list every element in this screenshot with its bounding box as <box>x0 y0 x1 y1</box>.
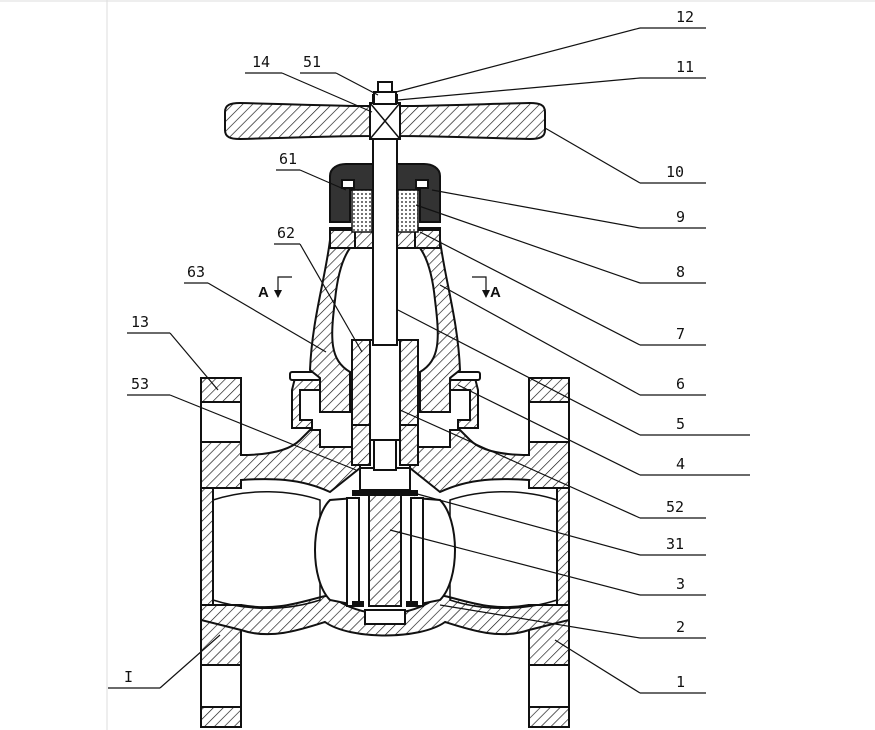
label-52: 52 <box>666 498 684 516</box>
section-marker-right: A <box>472 276 501 301</box>
label-13: 13 <box>131 313 149 331</box>
label-53: 53 <box>131 375 149 393</box>
right-flange <box>528 377 570 728</box>
label-1: 1 <box>676 673 685 691</box>
section-marker-left: A <box>258 276 292 301</box>
label-63: 63 <box>187 263 205 281</box>
label-9: 9 <box>676 208 685 226</box>
section-letter-right: A <box>490 284 501 301</box>
label-8: 8 <box>676 263 685 281</box>
callouts-left: 14 51 61 62 63 13 53 I <box>108 53 379 689</box>
label-I: I <box>124 668 133 686</box>
stem-coupling <box>351 339 419 441</box>
callouts-right: 12 11 10 9 8 7 6 5 4 52 31 3 2 1 <box>389 8 750 694</box>
label-10: 10 <box>666 163 684 181</box>
handwheel <box>224 81 546 141</box>
section-letter-left: A <box>258 284 269 301</box>
bonnet <box>289 227 481 429</box>
label-62: 62 <box>277 224 295 242</box>
label-12: 12 <box>676 8 694 26</box>
label-7: 7 <box>676 325 685 343</box>
label-11: 11 <box>676 58 694 76</box>
label-61: 61 <box>279 150 297 168</box>
packing-cap <box>329 163 441 233</box>
stem-lower <box>351 424 419 491</box>
label-31: 31 <box>666 535 684 553</box>
label-2: 2 <box>676 618 685 636</box>
label-6: 6 <box>676 375 685 393</box>
label-4: 4 <box>676 455 685 473</box>
valve-disc <box>314 490 456 607</box>
label-14: 14 <box>252 53 270 71</box>
label-51: 51 <box>303 53 321 71</box>
label-3: 3 <box>676 575 685 593</box>
label-5: 5 <box>676 415 685 433</box>
